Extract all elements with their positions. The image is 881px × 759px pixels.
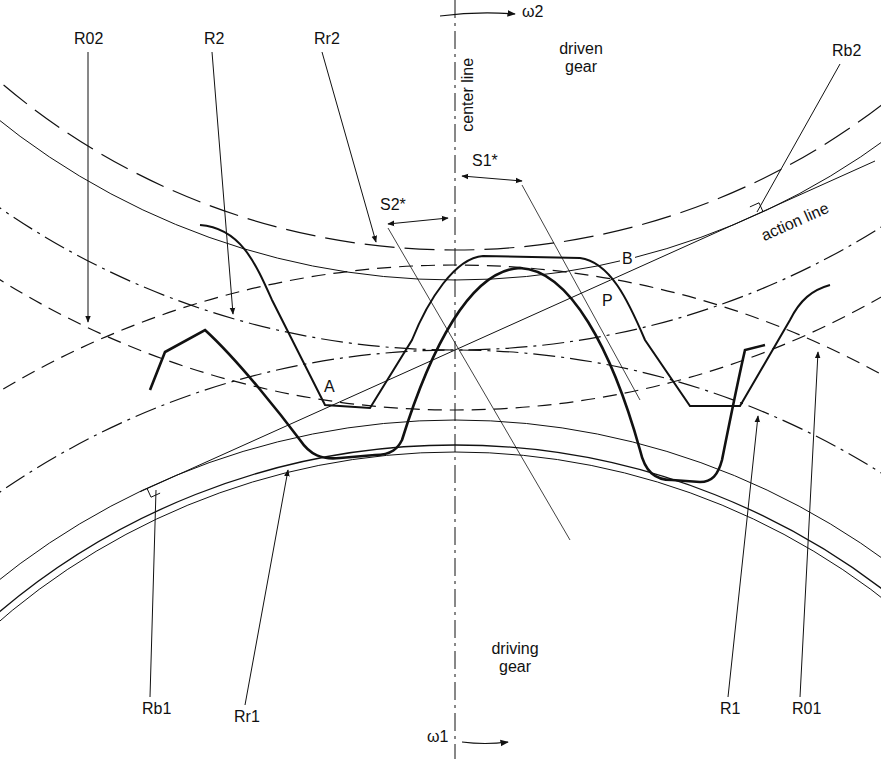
extension-line — [388, 228, 570, 540]
leader-line — [150, 490, 156, 697]
radius-label: Rr1 — [232, 708, 262, 726]
gear-label: driven gear — [548, 40, 614, 75]
point-label: A — [322, 378, 337, 396]
thickness-label: S1* — [470, 152, 500, 170]
radius-label: Rr2 — [312, 30, 342, 48]
radius-label: Rb1 — [140, 700, 173, 718]
leader-line — [757, 64, 840, 212]
thickness-dimension — [388, 218, 448, 224]
base-circle — [0, 0, 881, 280]
leader-line — [800, 352, 818, 697]
leader-line — [88, 52, 89, 322]
line-label: action line — [757, 198, 834, 245]
leader-line — [728, 416, 758, 697]
driven-tooth-profile — [200, 225, 830, 408]
pitch-circle — [0, 0, 881, 350]
root-circle — [0, 445, 881, 759]
point-label: B — [620, 250, 635, 268]
base-circle — [0, 420, 881, 759]
rotation-arrow — [462, 742, 508, 744]
radius-label: R01 — [790, 700, 823, 718]
leader-line — [322, 52, 376, 242]
center-line — [455, 0, 456, 759]
radius-label: R1 — [718, 700, 742, 718]
radius-label: R02 — [72, 30, 105, 48]
radius-label: R2 — [202, 30, 226, 48]
thickness-label: S2* — [378, 196, 408, 214]
driving-tooth-profile — [150, 268, 765, 482]
rotation-arrow — [440, 13, 515, 16]
pitch-circle — [0, 350, 881, 759]
root-circle — [0, 0, 881, 250]
right-angle-mark — [147, 488, 160, 497]
leader-line — [212, 52, 233, 314]
point-label: P — [600, 292, 615, 310]
action-line — [140, 161, 875, 492]
axis-label: center line — [459, 56, 477, 134]
rotation-label: ω1 — [425, 728, 450, 746]
rotation-label: ω2 — [520, 3, 545, 21]
tip-circle — [0, 265, 881, 759]
radius-label: Rb2 — [830, 42, 863, 60]
extension-line — [522, 185, 640, 400]
leader-line — [245, 470, 288, 705]
gear-label: driving gear — [478, 640, 552, 675]
thickness-dimension — [462, 176, 522, 181]
